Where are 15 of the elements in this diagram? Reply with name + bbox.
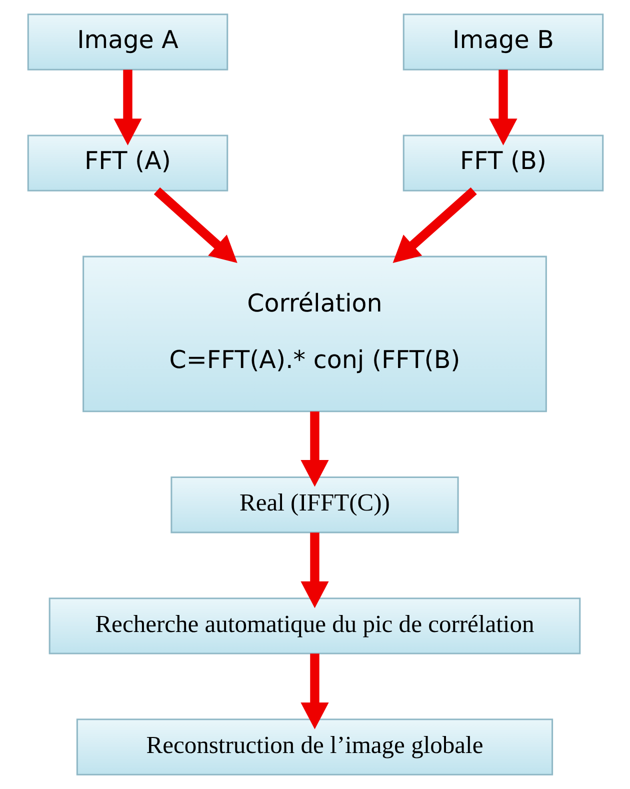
node-box: Reconstruction de l’image globale	[76, 718, 553, 776]
node-box: Image A	[26, 14, 228, 70]
node-box: Image B	[402, 14, 604, 70]
arrow	[300, 532, 328, 608]
arrow	[488, 70, 517, 146]
arrow	[113, 70, 142, 146]
node-box: Real (IFFT(C))	[170, 476, 458, 534]
arrow	[300, 412, 328, 487]
arrow	[392, 187, 476, 263]
node-box: Recherche automatique du pic de corrélation	[48, 598, 580, 654]
arrow	[300, 654, 328, 730]
node-box: FFT (A)	[26, 134, 228, 192]
node-box: Corrélation C=FFT(A).* conj (FFT(B)	[82, 256, 546, 412]
arrow	[153, 187, 237, 263]
node-box: FFT (B)	[402, 134, 604, 192]
